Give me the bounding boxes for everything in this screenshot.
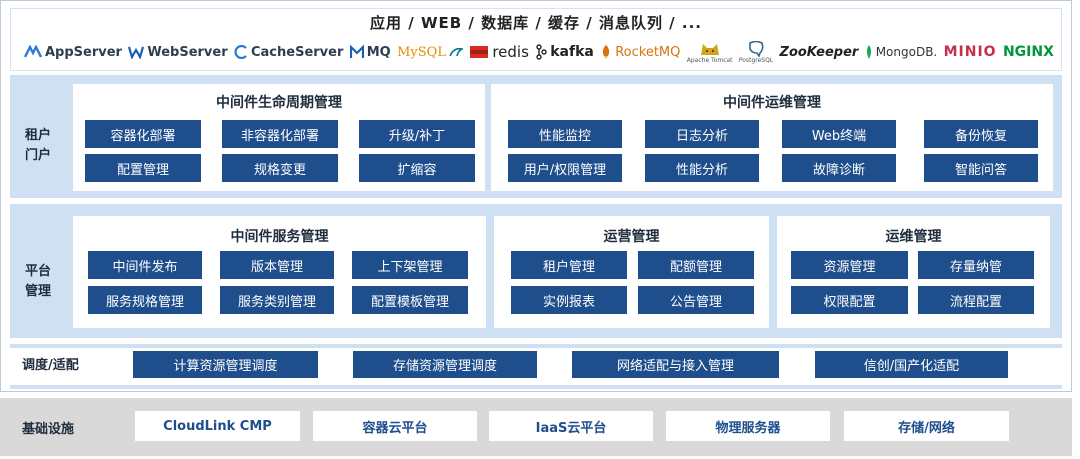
kafka-logo-text: kafka [550, 44, 594, 60]
user-permission-button[interactable]: 用户/权限管理 [508, 154, 622, 182]
cacheserver-logo: CacheServer [234, 45, 343, 60]
quota-management-button[interactable]: 配额管理 [638, 251, 754, 279]
config-management-button[interactable]: 配置管理 [85, 154, 201, 182]
mysql-logo: MySQL [397, 45, 463, 60]
tomcat-cat-icon [700, 43, 719, 55]
version-management-button[interactable]: 版本管理 [220, 251, 334, 279]
perf-analysis-button[interactable]: 性能分析 [645, 154, 759, 182]
tenant-portal-label: 租户 门户 [24, 128, 51, 163]
tenant-management-button[interactable]: 租户管理 [511, 251, 627, 279]
platform-label: 平台 管理 [24, 264, 51, 299]
tomcat-logo-text: Apache Tomcat [686, 56, 733, 64]
container-cloud-box[interactable]: 容器云平台 [313, 411, 477, 441]
lifecycle-title: 中间件生命周期管理 [216, 95, 342, 111]
non-container-deploy-button[interactable]: 非容器化部署 [222, 120, 338, 148]
xinchuang-adaptation-button[interactable]: 信创/国产化适配 [815, 351, 1008, 378]
instance-report-button[interactable]: 实例报表 [511, 286, 627, 314]
listing-management-button[interactable]: 上下架管理 [352, 251, 468, 279]
application-band [10, 8, 1062, 71]
kafka-logo: kafka [535, 44, 594, 60]
postgresql-logo: PostgreSQL [738, 40, 774, 64]
mongodb-logo-text: MongoDB. [875, 45, 938, 59]
service-category-button[interactable]: 服务类别管理 [220, 286, 334, 314]
rocketmq-logo-text: RocketMQ [615, 44, 681, 60]
cacheserver-icon [234, 45, 247, 59]
spec-change-button[interactable]: 规格变更 [222, 154, 338, 182]
physical-server-box[interactable]: 物理服务器 [666, 411, 830, 441]
inventory-onboard-button[interactable]: 存量纳管 [918, 251, 1034, 279]
appserver-logo-text: AppServer [45, 44, 122, 60]
middleware-logos: AppServer WebServer CacheServer MQ MySQL… [24, 40, 1054, 64]
upgrade-patch-button[interactable]: 升级/补丁 [359, 120, 475, 148]
announcement-button[interactable]: 公告管理 [638, 286, 754, 314]
mongodb-logo: MongoDB. [865, 44, 938, 60]
storage-network-box[interactable]: 存储/网络 [844, 411, 1009, 441]
appserver-icon [24, 45, 42, 58]
webserver-icon [128, 46, 145, 59]
operation-title: 运营管理 [603, 229, 660, 245]
mq-logo: MQ [349, 44, 391, 60]
appserver-logo: AppServer [24, 45, 122, 60]
network-adaptation-button[interactable]: 网络适配与接入管理 [572, 351, 779, 378]
nginx-logo: NGINX [1003, 44, 1054, 60]
webserver-logo-text: WebServer [147, 44, 228, 60]
smart-qa-button[interactable]: 智能问答 [924, 154, 1038, 182]
rocket-icon [603, 45, 610, 59]
mysql-logo-text: MySQL [397, 44, 446, 60]
zookeeper-logo: ZooKeeper [780, 45, 859, 60]
scaling-button[interactable]: 扩缩容 [359, 154, 475, 182]
resource-management-button[interactable]: 资源管理 [791, 251, 908, 279]
zookeeper-logo-text: ZooKeeper [779, 44, 859, 60]
compute-scheduling-button[interactable]: 计算资源管理调度 [133, 351, 318, 378]
middleware-publish-button[interactable]: 中间件发布 [88, 251, 202, 279]
infrastructure-label: 基础设施 [22, 422, 75, 437]
ops-title: 中间件运维管理 [723, 95, 821, 111]
permission-config-button[interactable]: 权限配置 [791, 286, 908, 314]
service-spec-button[interactable]: 服务规格管理 [88, 286, 202, 314]
storage-scheduling-button[interactable]: 存储资源管理调度 [353, 351, 537, 378]
minio-logo-text: MINIO [943, 44, 997, 60]
mq-icon [349, 45, 364, 58]
log-analysis-button[interactable]: 日志分析 [645, 120, 759, 148]
nginx-logo-text: NGINX [1002, 44, 1054, 60]
elephant-icon [749, 40, 764, 57]
redis-logo-text: redis [492, 43, 529, 61]
rocketmq-logo: RocketMQ [600, 44, 680, 60]
dolphin-icon [449, 47, 463, 57]
minio-logo: MINIO [944, 44, 997, 60]
container-deploy-button[interactable]: 容器化部署 [85, 120, 201, 148]
postgresql-logo-text: PostgreSQL [738, 56, 774, 64]
kafka-icon [536, 44, 547, 60]
redis-icon [470, 46, 489, 58]
service-title: 中间件服务管理 [230, 229, 329, 245]
application-types-title: 应用 / WEB / 数据库 / 缓存 / 消息队列 / ... [370, 14, 702, 32]
perf-monitor-button[interactable]: 性能监控 [508, 120, 622, 148]
config-template-button[interactable]: 配置模板管理 [352, 286, 468, 314]
web-terminal-button[interactable]: Web终端 [782, 120, 896, 148]
leaf-icon [866, 45, 871, 59]
redis-logo: redis [469, 43, 529, 61]
webserver-logo: WebServer [128, 44, 228, 60]
cloudlink-cmp-box[interactable]: CloudLink CMP [135, 411, 300, 441]
schedule-label: 调度/适配 [22, 358, 79, 373]
backup-restore-button[interactable]: 备份恢复 [924, 120, 1038, 148]
fault-diagnosis-button[interactable]: 故障诊断 [782, 154, 896, 182]
cacheserver-logo-text: CacheServer [250, 44, 344, 60]
process-config-button[interactable]: 流程配置 [918, 286, 1034, 314]
iaas-cloud-box[interactable]: IaaS云平台 [489, 411, 653, 441]
mq-logo-text: MQ [366, 44, 391, 60]
maintenance-title: 运维管理 [885, 229, 942, 245]
tomcat-logo: Apache Tomcat [687, 41, 733, 64]
